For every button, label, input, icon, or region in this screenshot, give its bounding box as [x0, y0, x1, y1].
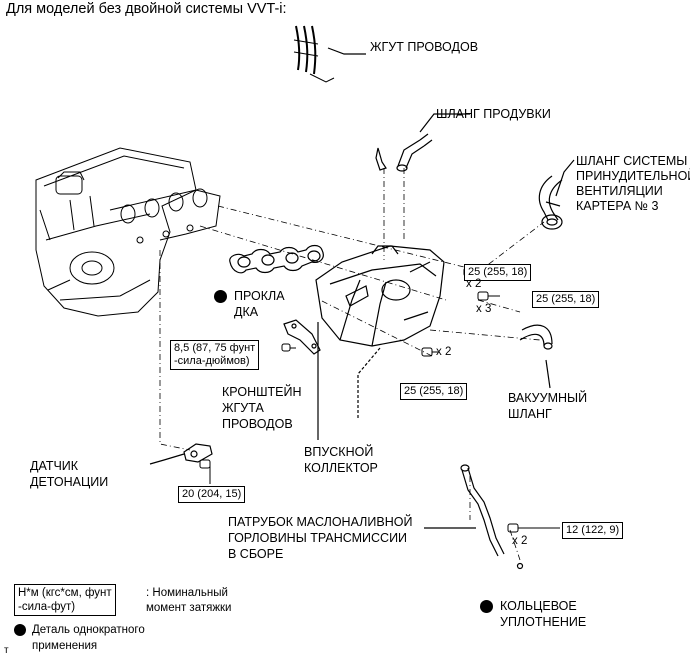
single-use-icon-o-ring	[480, 600, 493, 613]
label-intake-manifold: ВПУСКНОЙ КОЛЛЕКТОР	[304, 445, 378, 475]
filler-tube-drawing	[460, 464, 524, 570]
multiplier-x2-mid: x 2	[436, 346, 452, 358]
label-vacuum-hose: ВАКУУМНЫЙ ШЛАНГ	[508, 391, 588, 421]
legend-single-use-icon	[14, 624, 26, 636]
wire-harness-drawing	[293, 25, 335, 83]
wire-bracket-drawing	[283, 319, 321, 355]
engine-block-drawing	[35, 147, 221, 317]
label-purge-hose: ШЛАНГ ПРОДУВКИ	[436, 107, 551, 121]
legend-torque-description: : Номинальный момент затяжки	[146, 587, 232, 614]
torque-bracket: 8,5 (87, 75 фунт -сила-дюймов)	[170, 340, 260, 370]
vacuum-hose-drawing	[519, 324, 553, 350]
label-filler-tube: ПАТРУБОК МАСЛОНАЛИВНОЙ ГОРЛОВИНЫ ТРАНСМИ…	[228, 515, 413, 561]
torque-filler-tube: 12 (122, 9)	[562, 522, 624, 539]
single-use-icon-gasket	[214, 290, 227, 303]
torque-manifold-top: 25 (255, 18)	[464, 264, 532, 281]
pcv-hose-drawing	[538, 175, 563, 230]
intake-manifold-drawing	[315, 245, 445, 347]
multiplier-x2-bottom: x 2	[512, 535, 528, 547]
label-wire-harness: ЖГУТ ПРОВОДОВ	[370, 40, 479, 54]
label-gasket: ПРОКЛА ДКА	[234, 289, 285, 319]
label-pcv-hose: ШЛАНГ СИСТЕМЫ ПРИНУДИТЕЛЬНОЙ ВЕНТИЛЯЦИИ …	[576, 154, 690, 213]
purge-hose-drawing	[375, 133, 433, 172]
multiplier-x2-top: x 2	[466, 278, 482, 290]
label-o-ring: КОЛЬЦЕВОЕ УПЛОТНЕНИЕ	[500, 599, 587, 629]
torque-knock-sensor: 20 (204, 15)	[178, 486, 246, 503]
legend-single-use-text: Деталь однократного применения	[32, 624, 145, 652]
torque-manifold-bottom: 25 (255, 18)	[400, 383, 468, 400]
multiplier-x3: x 3	[476, 303, 492, 315]
label-knock-sensor: ДАТЧИК ДЕТОНАЦИИ	[30, 459, 109, 489]
page-heading: Для моделей без двойной системы VVT-i:	[6, 1, 287, 17]
torque-manifold-mid: 25 (255, 18)	[532, 291, 600, 308]
label-wire-bracket: КРОНШТЕЙН ЖГУТА ПРОВОДОВ	[222, 385, 302, 431]
gasket-drawing	[229, 244, 324, 274]
footer-mark: т	[4, 645, 9, 656]
legend-torque-box: Н*м (кгс*см, фунт -сила-фут)	[14, 584, 116, 616]
knock-sensor-drawing	[183, 443, 213, 463]
